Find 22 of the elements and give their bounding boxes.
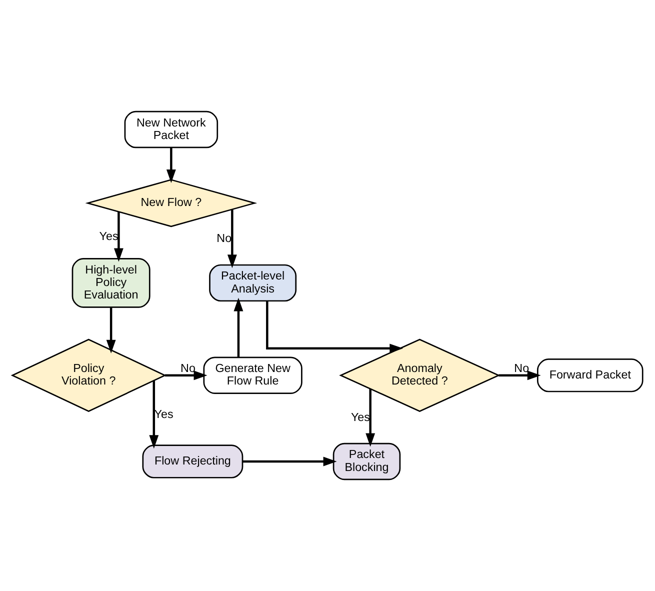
- arrow: [164, 370, 208, 380]
- node-diamond: Anomaly Detected ?: [339, 338, 500, 412]
- node-box: Packet Blocking: [332, 442, 401, 480]
- arrow: [234, 298, 244, 358]
- arrow: [366, 388, 376, 447]
- node-diamond: New Flow ?: [85, 179, 258, 228]
- node-box: High-level Policy Evaluation: [72, 258, 150, 308]
- node-box: Flow Rejecting: [142, 444, 244, 478]
- node-box: Forward Packet: [536, 358, 644, 392]
- arrow: [242, 456, 337, 466]
- node-box: Packet-level Analysis: [209, 264, 297, 302]
- node-box: New Network Packet: [124, 110, 218, 148]
- arrow: [114, 212, 124, 262]
- arrow: [149, 380, 159, 449]
- edge-label: No: [514, 362, 530, 376]
- arrow: [227, 210, 237, 268]
- edge-label: No: [180, 362, 196, 376]
- arrow: [266, 301, 404, 354]
- arrow: [498, 370, 541, 380]
- arrow: [106, 307, 116, 354]
- node-box: Generate New Flow Rule: [203, 356, 302, 394]
- arrow: [166, 148, 176, 183]
